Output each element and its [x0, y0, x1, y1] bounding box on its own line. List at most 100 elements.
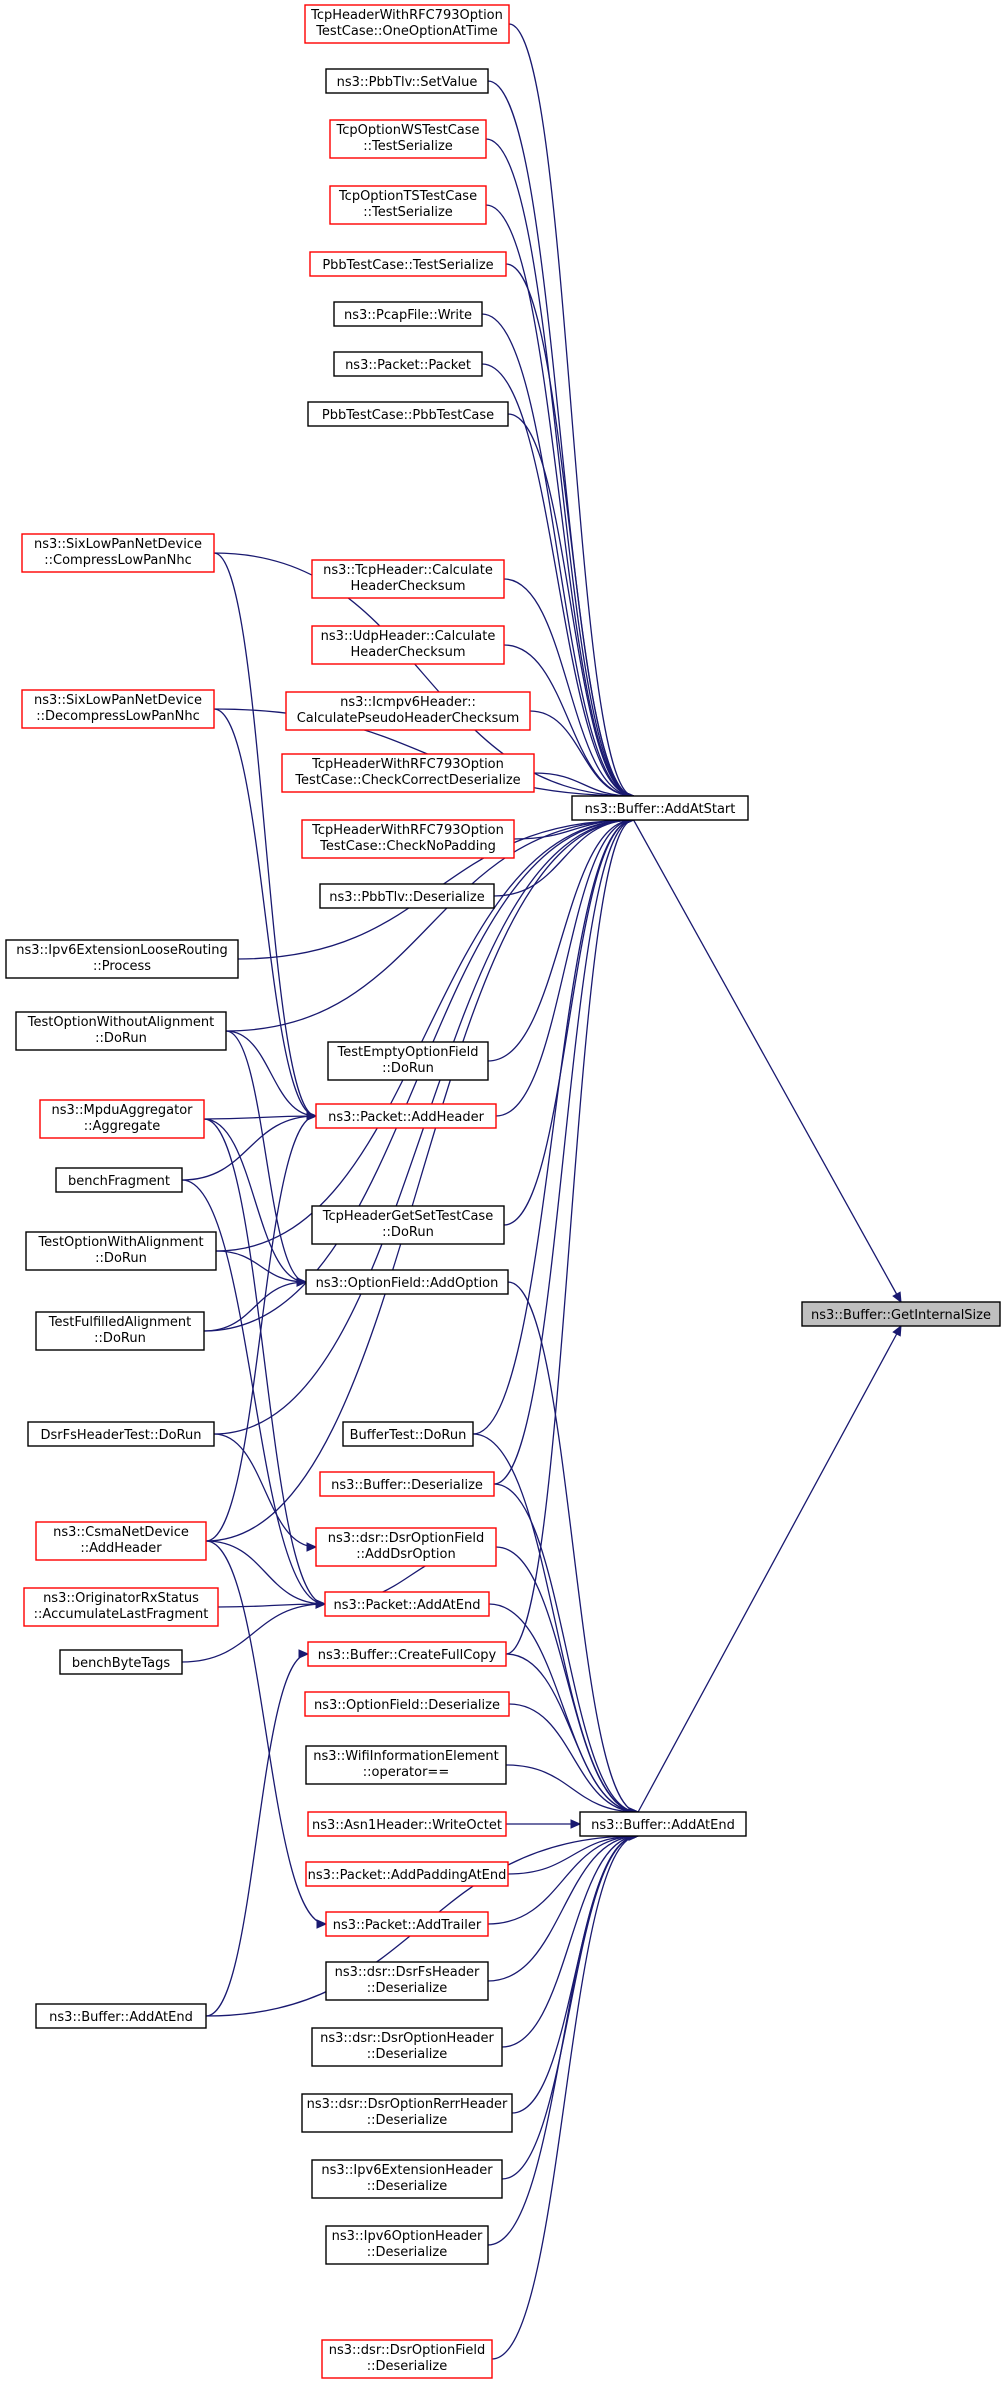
node-n30[interactable]: BufferTest::DoRun [342, 1421, 474, 1447]
node-n12[interactable]: ns3::SixLowPanNetDevice::DecompressLowPa… [21, 689, 215, 729]
node-n8[interactable]: PbbTestCase::PbbTestCase [307, 401, 509, 427]
node-n37[interactable]: ns3::Buffer::CreateFullCopy [307, 1641, 507, 1667]
node-box [311, 559, 505, 599]
node-box [35, 2003, 207, 2029]
node-n15[interactable]: ns3::Buffer::AddAtStart [571, 795, 749, 821]
node-n33[interactable]: ns3::dsr::DsrOptionField::AddDsrOption [315, 1527, 497, 1567]
node-box [571, 795, 749, 821]
node-n20[interactable]: TestEmptyOptionField::DoRun [327, 1041, 489, 1081]
node-n21[interactable]: ns3::MpduAggregator::Aggregate [39, 1099, 205, 1139]
node-label: ns3::CsmaNetDevice [53, 1525, 189, 1540]
node-n43[interactable]: ns3::Packet::AddTrailer [325, 1911, 489, 1937]
node-n48[interactable]: ns3::Ipv6ExtensionHeader::Deserialize [311, 2159, 503, 2199]
node-n35[interactable]: ns3::Packet::AddAtEnd [324, 1591, 490, 1617]
node-n17[interactable]: ns3::PbbTlv::Deserialize [319, 883, 495, 909]
node-label: ::CompressLowPanNhc [44, 553, 191, 568]
node-n32[interactable]: ns3::CsmaNetDevice::AddHeader [35, 1521, 207, 1561]
node-label: ns3::MpduAggregator [51, 1103, 193, 1118]
arrowhead-n21-n35 [315, 1599, 327, 1609]
node-n39[interactable]: ns3::WifiInformationElement::operator== [305, 1745, 507, 1785]
node-n29[interactable]: DsrFsHeaderTest::DoRun [27, 1421, 215, 1447]
node-label: ::DoRun [94, 1331, 146, 1346]
node-n6[interactable]: ns3::PcapFile::Write [333, 301, 483, 327]
node-box [281, 753, 535, 793]
node-n4[interactable]: TcpOptionTSTestCase::TestSerialize [329, 185, 487, 225]
node-n3[interactable]: TcpOptionWSTestCase::TestSerialize [329, 119, 487, 159]
node-n14[interactable]: TcpHeaderWithRFC793OptionTestCase::Check… [281, 753, 535, 793]
node-n40[interactable]: ns3::Asn1Header::WriteOctet [307, 1811, 507, 1837]
node-n38[interactable]: ns3::OptionField::Deserialize [304, 1691, 510, 1717]
node-n46[interactable]: ns3::dsr::DsrOptionHeader::Deserialize [311, 2027, 503, 2067]
call-edge-n36-n35 [181, 1603, 326, 1663]
node-n45[interactable]: ns3::Buffer::AddAtEnd [35, 2003, 207, 2029]
node-n24[interactable]: TestOptionWithAlignment::DoRun [25, 1231, 217, 1271]
call-edge-n21-n35 [203, 1118, 326, 1605]
call-edge-n32-n15 [205, 819, 634, 1542]
node-box [579, 1811, 747, 1837]
node-label: ns3::PcapFile::Write [344, 308, 472, 323]
node-label: ::AccumulateLastFragment [34, 1607, 209, 1622]
node-label: ns3::Packet::AddHeader [328, 1110, 484, 1125]
node-label: ::DecompressLowPanNhc [36, 709, 200, 724]
node-box [59, 1649, 183, 1675]
node-n19[interactable]: TestOptionWithoutAlignment::DoRun [15, 1011, 227, 1051]
node-n34[interactable]: ns3::OriginatorRxStatus::AccumulateLastF… [23, 1587, 219, 1627]
node-n18[interactable]: ns3::Ipv6ExtensionLooseRouting::Process [5, 939, 239, 979]
node-n7[interactable]: ns3::Packet::Packet [333, 351, 483, 377]
node-box [305, 1861, 509, 1887]
node-label: BufferTest::DoRun [350, 1428, 467, 1443]
node-n36[interactable]: benchByteTags [59, 1649, 183, 1675]
arrowhead-n15-n27 [892, 1291, 902, 1304]
node-n27: ns3::Buffer::GetInternalSize [801, 1301, 1001, 1327]
node-label: ns3::UdpHeader::Calculate [321, 629, 496, 644]
node-n25[interactable]: TcpHeaderGetSetTestCase::DoRun [311, 1205, 505, 1245]
node-label: ns3::Buffer::GetInternalSize [811, 1308, 991, 1323]
node-box [319, 1471, 495, 1497]
node-n26[interactable]: ns3::OptionField::AddOption [305, 1269, 509, 1295]
node-box [21, 689, 215, 729]
node-label: benchFragment [68, 1174, 170, 1189]
call-edge-n22-n15 [495, 819, 634, 1117]
call-edge-n9-n15 [213, 552, 634, 797]
node-label: ns3::PbbTlv::Deserialize [329, 890, 484, 905]
node-n22[interactable]: ns3::Packet::AddHeader [315, 1103, 497, 1129]
call-edge-n1-n15 [508, 23, 634, 797]
node-n41[interactable]: ns3::Buffer::AddAtEnd [579, 1811, 747, 1837]
call-edge-n32-n43 [205, 1540, 327, 1925]
node-n49[interactable]: ns3::Ipv6OptionHeader::Deserialize [325, 2225, 489, 2265]
node-n28[interactable]: TestFulfilledAlignment::DoRun [35, 1311, 205, 1351]
node-n44[interactable]: ns3::dsr::DsrFsHeader::Deserialize [325, 1961, 489, 2001]
node-box [285, 691, 531, 731]
call-edge-n45-n37 [205, 1653, 309, 2017]
node-n31[interactable]: ns3::Buffer::Deserialize [319, 1471, 495, 1497]
call-edge-n48-n41 [501, 1835, 639, 2180]
node-box [27, 1421, 215, 1447]
node-n16[interactable]: TcpHeaderWithRFC793OptionTestCase::Check… [301, 819, 515, 859]
node-n50[interactable]: ns3::dsr::DsrOptionField::Deserialize [321, 2339, 493, 2379]
call-edge-n38-n41 [508, 1703, 639, 1813]
node-label: PbbTestCase::PbbTestCase [322, 408, 494, 423]
node-n13[interactable]: ns3::Icmpv6Header::CalculatePseudoHeader… [285, 691, 531, 731]
node-n23[interactable]: benchFragment [55, 1167, 183, 1193]
call-edge-n6-n15 [481, 313, 634, 797]
node-box [35, 1311, 205, 1351]
node-n42[interactable]: ns3::Packet::AddPaddingAtEnd [305, 1861, 509, 1887]
node-n5[interactable]: PbbTestCase::TestSerialize [309, 251, 507, 277]
node-box [15, 1011, 227, 1051]
node-n9[interactable]: ns3::SixLowPanNetDevice::CompressLowPanN… [21, 533, 215, 573]
node-label: ns3::Icmpv6Header:: [340, 695, 476, 710]
node-n1[interactable]: TcpHeaderWithRFC793OptionTestCase::OneOp… [304, 4, 510, 44]
node-label: ::Deserialize [367, 2047, 448, 2062]
node-label: ::DoRun [382, 1225, 434, 1240]
node-n2[interactable]: ns3::PbbTlv::SetValue [325, 68, 489, 94]
call-edge-n49-n41 [487, 1835, 639, 2246]
node-label: TcpHeaderWithRFC793Option [310, 8, 503, 23]
node-box [25, 1231, 217, 1271]
node-label: ns3::Packet::AddPaddingAtEnd [308, 1868, 507, 1883]
node-label: TcpHeaderGetSetTestCase [322, 1209, 493, 1224]
node-box [311, 1205, 505, 1245]
node-n47[interactable]: ns3::dsr::DsrOptionRerrHeader::Deseriali… [301, 2093, 513, 2133]
